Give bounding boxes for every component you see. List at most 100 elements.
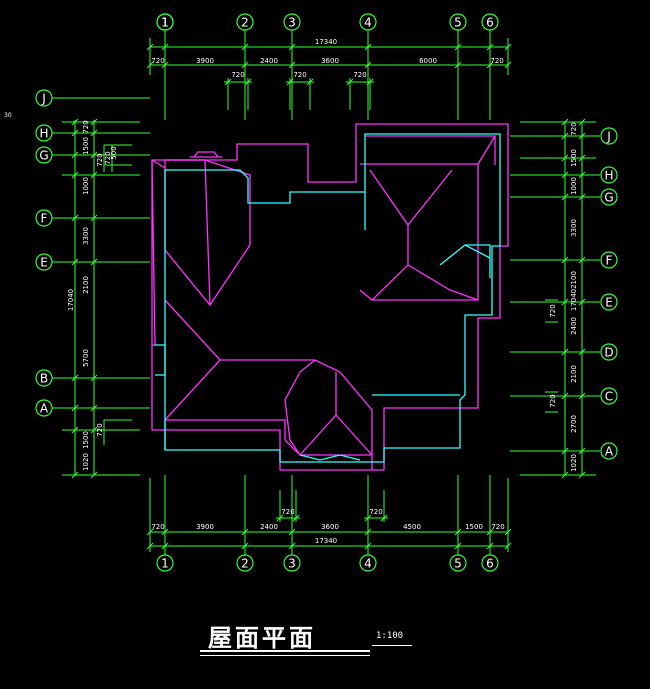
dimension-text: 3600 <box>321 523 339 531</box>
axis-label: 1 <box>161 16 169 30</box>
dimension-text: 720 <box>353 71 366 79</box>
dimension-text: 2400 <box>260 57 278 65</box>
wall-outline <box>164 133 501 463</box>
axis-label: 6 <box>486 16 494 30</box>
axis-bubble: 4 <box>359 554 377 572</box>
dimension-text: 2400 <box>570 317 578 335</box>
roof-outline-main <box>151 123 509 471</box>
roof-valley <box>365 135 496 165</box>
dimension-text: 17340 <box>315 537 337 545</box>
axis-bubble-circle <box>600 127 618 145</box>
dimension-text: 1020 <box>82 453 90 471</box>
axis-bubble: 1 <box>156 554 174 572</box>
dimension-text: 1000 <box>82 177 90 195</box>
dimension-text: 1020 <box>570 454 578 472</box>
roof-hip-lower <box>299 372 337 456</box>
dimension-text: 720 <box>281 508 294 516</box>
axis-bubble: E <box>600 293 618 311</box>
roof-hip-lower <box>164 359 221 421</box>
axis-label: A <box>605 445 614 459</box>
axis-label: D <box>604 346 613 360</box>
axis-bubble-circle <box>35 124 53 142</box>
axis-label: G <box>39 149 48 163</box>
roof-ridge-left <box>204 159 211 306</box>
roof-valley <box>151 159 166 169</box>
dimension-text: 3600 <box>321 57 339 65</box>
roof-vent-cap <box>193 151 219 158</box>
axis-bubble-circle <box>359 554 377 572</box>
axis-bubble-circle <box>600 251 618 269</box>
axis-bubble: C <box>600 387 618 405</box>
roof-hip-lower <box>335 414 373 456</box>
dimension-text: 720 <box>104 151 112 164</box>
dimension-text: 720 <box>151 523 164 531</box>
dimension-text: 1500 <box>570 149 578 167</box>
dimension-text: 2100 <box>570 271 578 289</box>
dimension-text: 720 <box>82 120 90 133</box>
roof-valley <box>477 135 496 165</box>
axis-bubble-circle <box>35 146 53 164</box>
dimension-text: 500 <box>110 146 118 159</box>
dimension-text: 17040 <box>67 289 75 311</box>
axis-bubble: 6 <box>481 13 499 31</box>
axis-bubble: F <box>35 209 53 227</box>
axis-bubble-circle <box>236 13 254 31</box>
axis-label: H <box>39 127 48 141</box>
dimension-text: 720 <box>491 523 504 531</box>
roof-hip-line <box>407 264 479 301</box>
wall-line <box>465 244 491 278</box>
axis-label: J <box>41 92 46 106</box>
axis-bubble: G <box>600 188 618 206</box>
axis-bubble-circle <box>35 89 53 107</box>
roof-eave-lower <box>165 419 286 440</box>
axis-label: 5 <box>454 557 462 571</box>
axis-bubble-circle <box>35 369 53 387</box>
axis-bubble: 3 <box>283 13 301 31</box>
dimension-text: 720 <box>490 57 503 65</box>
dimension-text: 720 <box>96 153 104 166</box>
axis-bubble-circle <box>600 293 618 311</box>
axis-label: H <box>604 169 613 183</box>
axis-bubble-circle <box>35 209 53 227</box>
roof-hip-right <box>359 163 479 301</box>
axis-label: 1 <box>161 16 169 30</box>
dimension-text: 6000 <box>419 57 437 65</box>
axis-bubble-circle <box>600 387 618 405</box>
axis-bubble-circle <box>449 554 467 572</box>
axis-label: F <box>41 212 48 226</box>
axis-bubble-circle <box>156 13 174 31</box>
axis-label: B <box>40 372 48 386</box>
scale-underline <box>372 645 412 646</box>
dimension-text: 17340 <box>315 38 337 46</box>
dimension-text: 720 <box>96 423 104 436</box>
axis-label: 2 <box>241 16 249 30</box>
axis-label: 3 <box>288 557 296 571</box>
dimension-text: 720 <box>549 394 557 407</box>
dimension-text: 5700 <box>82 349 90 367</box>
drawing-scale: 1:100 <box>376 631 404 641</box>
dimension-text: 2100 <box>570 365 578 383</box>
wall-line <box>155 344 166 376</box>
dimension-text: 720 <box>151 57 164 65</box>
dimension-text: 720 <box>570 122 578 135</box>
roof-hip-lower <box>284 439 372 456</box>
dimension-text: 3900 <box>196 57 214 65</box>
dimension-text: 17040 <box>570 289 578 311</box>
axis-bubble: G <box>35 146 53 164</box>
axis-label: 5 <box>454 16 462 30</box>
axis-bubble: H <box>600 166 618 184</box>
axis-bubble-circle <box>35 253 53 271</box>
axis-bubble: D <box>600 343 618 361</box>
roof-hip-line <box>371 225 409 301</box>
dimension-text: 3900 <box>196 523 214 531</box>
axis-bubble: 6 <box>481 554 499 572</box>
axis-bubble: A <box>35 399 53 417</box>
axis-label: G <box>604 191 613 205</box>
axis-label: 2 <box>241 557 249 571</box>
dimension-text: 720 <box>369 508 382 516</box>
dimension-text: 720 <box>231 71 244 79</box>
dimension-text: 720 <box>549 304 557 317</box>
axis-bubble-circle <box>156 554 174 572</box>
axis-label: E <box>40 256 48 270</box>
axis-label: 4 <box>364 16 372 30</box>
